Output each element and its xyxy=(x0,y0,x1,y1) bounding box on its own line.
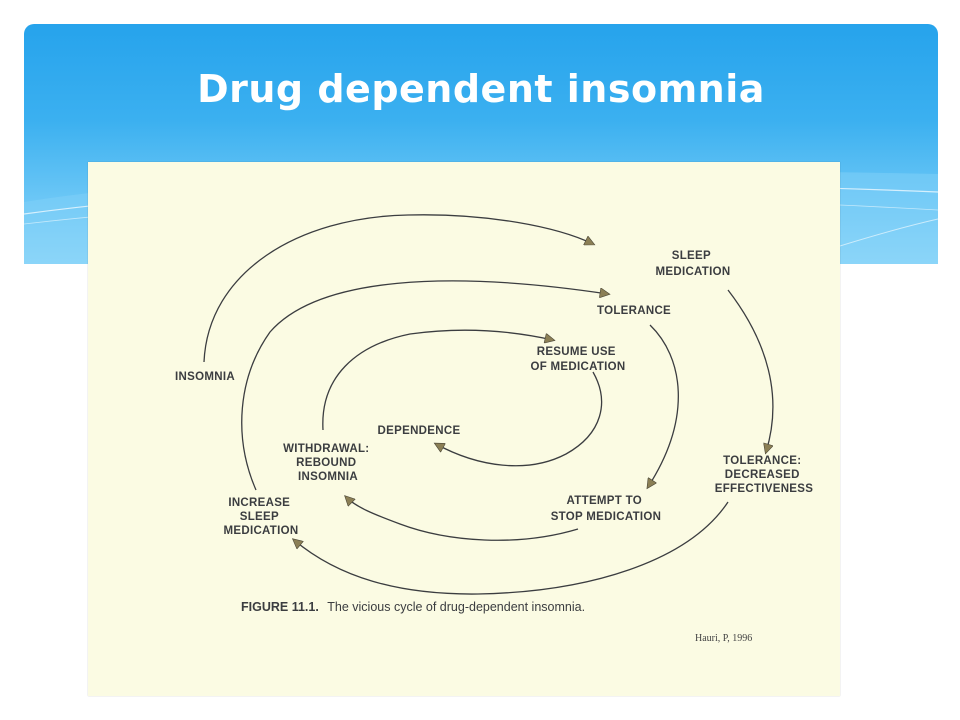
svg-text:TOLERANCE: TOLERANCE xyxy=(597,305,671,317)
figure-caption-label: FIGURE 11.1. xyxy=(241,600,319,614)
svg-text:DEPENDENCE: DEPENDENCE xyxy=(378,425,461,437)
arrow-insomnia-to-sleep-medication xyxy=(203,214,593,363)
arrow-attempt-to-stop-to-withdrawal xyxy=(346,497,579,541)
node-withdrawal-rebound-insomnia: WITHDRAWAL: REBOUND INSOMNIA xyxy=(283,443,373,483)
figure-caption-text: The vicious cycle of drug-dependent inso… xyxy=(327,600,585,614)
node-resume-use-of-medication: RESUME USE OF MEDICATION xyxy=(530,346,625,373)
svg-text:WITHDRAWAL: REBOUND: WITHDRAWAL: REBOUND INSOMNIA xyxy=(283,443,373,483)
node-sleep-medication: SLEEP MEDICATION xyxy=(656,250,731,278)
arrow-increase-sleep-medication-to-tolerance xyxy=(241,280,608,491)
svg-text:SLEEP MEDICATION: SLEEP MEDICATION xyxy=(656,250,731,278)
arrow-resume-use-to-dependence xyxy=(436,371,603,467)
node-tolerance: TOLERANCE xyxy=(597,305,671,317)
svg-text:INSOMNIA: INSOMNIA xyxy=(175,371,235,383)
citation: Hauri, P, 1996 xyxy=(695,633,752,644)
svg-text:ATTEMPT TO STOP MEDI: ATTEMPT TO STOP MEDICATION xyxy=(551,495,662,523)
svg-text:RESUME USE OF MEDICA: RESUME USE OF MEDICATION xyxy=(530,346,625,373)
svg-text:INCREASE SLEEP: INCREASE SLEEP MEDICATION xyxy=(224,497,299,537)
node-dependence: DEPENDENCE xyxy=(378,425,461,437)
arrow-sleep-medication-to-tolerance-decreased xyxy=(727,289,773,452)
figure-caption: FIGURE 11.1. The vicious cycle of drug-d… xyxy=(241,598,585,615)
slide-title: Drug dependent insomnia xyxy=(197,67,765,111)
arrow-tolerance-to-attempt-to-stop xyxy=(648,324,679,487)
arrow-withdrawal-to-resume-use xyxy=(322,329,553,431)
node-tolerance-decreased-effectiveness: TOLERANCE: DECREASED EFFECTIVENESS xyxy=(715,455,814,495)
figure-scan: INSOMNIA SLEEP MEDICATION TOLERANCE TOLE… xyxy=(88,162,840,696)
svg-text:TOLERANCE: DECREASED: TOLERANCE: DECREASED EFFECTIVENESS xyxy=(715,455,814,495)
node-attempt-to-stop-medication: ATTEMPT TO STOP MEDICATION xyxy=(551,495,662,523)
node-insomnia: INSOMNIA xyxy=(175,371,235,383)
arrow-tolerance-decreased-to-increase-sleep-medication xyxy=(294,501,729,595)
vicious-cycle-diagram: INSOMNIA SLEEP MEDICATION TOLERANCE TOLE… xyxy=(175,214,814,644)
node-increase-sleep-medication: INCREASE SLEEP MEDICATION xyxy=(224,497,299,537)
